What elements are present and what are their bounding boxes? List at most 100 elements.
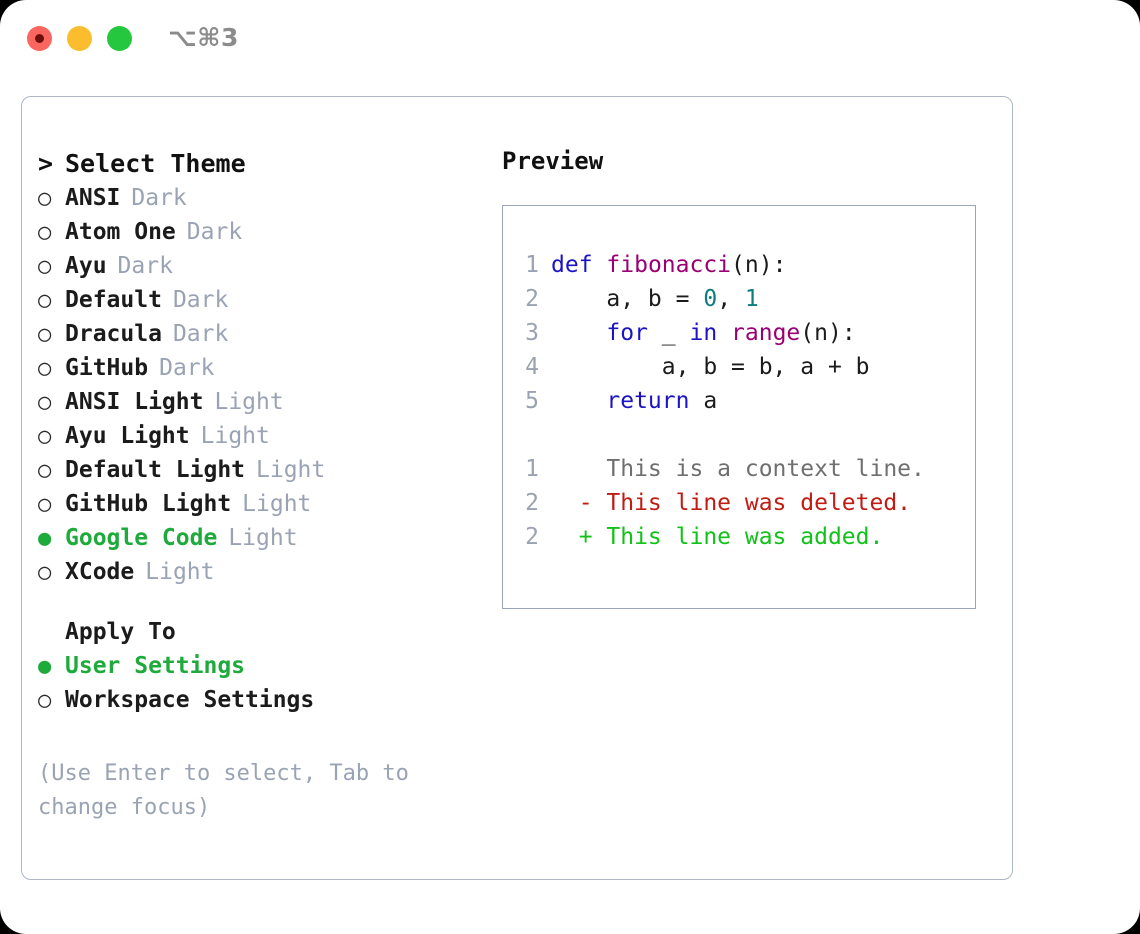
theme-option-label: Default Light: [65, 457, 246, 483]
theme-option-dracula[interactable]: ○ Dracula Dark: [38, 321, 468, 355]
code-token: def: [551, 252, 593, 278]
theme-option-default[interactable]: ○ Default Dark: [38, 287, 468, 321]
code-line-text: return a: [551, 388, 717, 414]
code-token: [551, 320, 606, 346]
line-number: 4: [525, 354, 539, 380]
theme-option-atom-one[interactable]: ○ Atom One Dark: [38, 219, 468, 253]
theme-option-label: XCode: [65, 559, 135, 585]
theme-option-label: GitHub Light: [65, 491, 232, 517]
radio-unselected-icon: ○: [38, 424, 52, 449]
theme-option-label: Atom One: [65, 219, 176, 245]
apply-to-option-user-settings[interactable]: ●User Settings: [38, 653, 468, 687]
theme-option-tag: Dark: [172, 287, 229, 313]
code-token: [593, 252, 607, 278]
code-line-text: a, b = 0, 1: [551, 286, 759, 312]
apply-to-title: Apply To: [65, 619, 176, 645]
apply-to-option-label: User Settings: [65, 653, 246, 679]
theme-option-tag: Light: [242, 491, 312, 517]
code-token: [717, 320, 731, 346]
theme-option-tag: Dark: [159, 355, 215, 381]
code-token: a, b = b, a + b: [551, 354, 870, 380]
theme-option-label: ANSI Light: [65, 389, 204, 415]
apply-to-option-label: Workspace Settings: [65, 687, 315, 713]
title-bar: ⌥⌘3: [0, 0, 1140, 78]
line-number: 2: [525, 286, 539, 312]
theme-option-tag: Dark: [131, 185, 187, 211]
theme-option-tag: Dark: [186, 219, 243, 245]
theme-picker-title: Select Theme: [65, 149, 246, 178]
code-token: return: [606, 388, 690, 414]
theme-option-tag: Dark: [172, 321, 229, 347]
theme-option-tag: Light: [145, 559, 215, 585]
minimize-window-button[interactable]: [67, 26, 92, 51]
code-token: (n):: [731, 252, 787, 278]
theme-picker-header: > Select Theme: [38, 149, 468, 185]
diff-line-text: This is a context line.: [551, 456, 925, 482]
theme-option-label: Default: [65, 287, 162, 313]
radio-selected-icon: ●: [38, 526, 52, 551]
keyboard-shortcut-label: ⌥⌘3: [168, 23, 239, 52]
radio-unselected-icon: ○: [38, 322, 52, 347]
code-token: for: [606, 320, 648, 346]
keyboard-hint: (Use Enter to select, Tab to change focu…: [38, 761, 409, 820]
apply-to-option-workspace-settings[interactable]: ○ Workspace Settings: [38, 687, 468, 721]
radio-unselected-icon: ○: [38, 688, 52, 713]
radio-unselected-icon: ○: [38, 390, 52, 415]
radio-unselected-icon: ○: [38, 220, 52, 245]
code-token: 1: [744, 286, 759, 312]
code-line: 5 return a: [517, 388, 975, 422]
code-line: 4 a, b = b, a + b: [517, 354, 975, 388]
theme-option-label: ANSI: [65, 185, 121, 211]
code-token: a: [689, 388, 718, 414]
maximize-window-button[interactable]: [107, 26, 132, 51]
preview-spacer: [517, 422, 975, 456]
radio-unselected-icon: ○: [38, 492, 52, 517]
code-line-text: a, b = b, a + b: [551, 354, 870, 380]
diff-line-del: 2 - This line was deleted.: [517, 490, 975, 524]
radio-unselected-icon: ○: [38, 288, 52, 313]
code-token: a, b =: [551, 286, 704, 312]
theme-option-tag: Dark: [117, 253, 173, 279]
theme-option-xcode[interactable]: ○ XCode Light: [38, 559, 468, 593]
theme-option-tag: Light: [256, 457, 326, 483]
code-line: 2 a, b = 0, 1: [517, 286, 975, 320]
code-token: ,: [717, 286, 745, 312]
code-token: (n):: [800, 320, 856, 346]
code-token: fibonacci: [606, 252, 732, 278]
theme-option-label: Ayu Light: [65, 423, 190, 449]
diff-line-text: + This line was added.: [551, 524, 884, 550]
theme-option-label: Ayu: [65, 253, 107, 279]
line-number: 1: [525, 252, 539, 278]
code-line: 3 for _ in range(n):: [517, 320, 975, 354]
code-token: 0: [703, 286, 718, 312]
code-line-text: for _ in range(n):: [551, 320, 856, 346]
diff-line-ctx: 1 This is a context line.: [517, 456, 975, 490]
code-token: _: [647, 320, 690, 346]
radio-unselected-icon: ○: [38, 458, 52, 483]
theme-option-label: GitHub: [65, 355, 149, 381]
theme-option-default-light[interactable]: ○ Default Light Light: [38, 457, 468, 491]
line-number: 1: [525, 456, 539, 482]
line-number: 2: [525, 490, 539, 516]
line-number: 5: [525, 388, 539, 414]
code-token: in: [689, 320, 718, 346]
preview-title: Preview: [502, 147, 604, 175]
apply-to-section: Apply To ●User Settings○ Workspace Settin…: [38, 619, 468, 721]
radio-unselected-icon: ○: [38, 560, 52, 585]
code-line: 1 def fibonacci(n):: [517, 252, 975, 286]
theme-option-label: Google Code: [65, 525, 218, 551]
theme-option-github-light[interactable]: ○ GitHub Light Light: [38, 491, 468, 525]
theme-option-label: Dracula: [65, 321, 162, 347]
close-window-button[interactable]: [27, 26, 52, 51]
